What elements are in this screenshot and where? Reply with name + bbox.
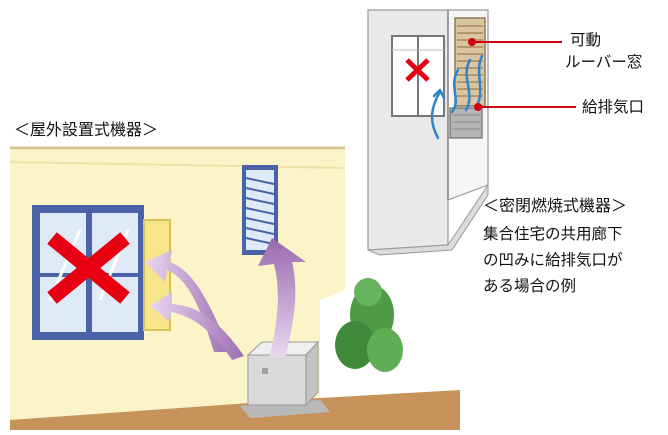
outdoor-unit bbox=[240, 340, 330, 418]
prohibited-x-icon bbox=[47, 232, 130, 304]
louver-window-label-line1: 可動 bbox=[570, 31, 602, 49]
airflow-arrows bbox=[145, 238, 306, 360]
inset-airflow bbox=[430, 54, 484, 140]
shrub bbox=[335, 278, 403, 372]
outdoor-scene bbox=[9, 146, 460, 430]
caption-line-3: ある場合の例 bbox=[483, 277, 577, 295]
caption-line-2: の凹みに給排気口が bbox=[483, 251, 623, 269]
inset-vent-box bbox=[449, 107, 483, 139]
louver-window-label-line2: ルーバー窓 bbox=[565, 53, 643, 71]
inset-prohibited-x-icon bbox=[405, 58, 430, 82]
caption-line-1: 集合住宅の共用廊下 bbox=[483, 225, 623, 243]
sealed-combustion-title: ＜密閉燃焼式機器＞ bbox=[483, 196, 628, 215]
outdoor-unit-title: ＜屋外設置式機器＞ bbox=[14, 120, 159, 139]
leader-lines bbox=[468, 38, 576, 111]
corridor-inset bbox=[367, 9, 576, 256]
louver-window bbox=[242, 165, 278, 255]
inset-window bbox=[391, 35, 445, 117]
ground bbox=[10, 390, 460, 430]
vent-label: 給排気口 bbox=[582, 98, 645, 116]
